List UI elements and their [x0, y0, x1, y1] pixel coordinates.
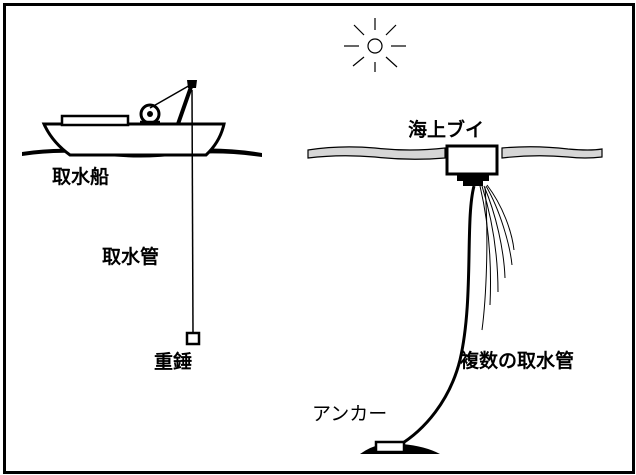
buoy-label: 海上ブイ	[408, 119, 485, 141]
ship-label: 取水船	[52, 166, 110, 188]
weight-icon	[185, 331, 201, 346]
buoy-icon	[445, 144, 499, 186]
main-hose	[397, 185, 476, 448]
intake-pipe-label: 取水管	[102, 246, 160, 268]
ship-icon	[41, 80, 226, 157]
sun-icon	[344, 18, 406, 72]
diagram-frame	[3, 3, 635, 474]
intake-pipe-line	[191, 89, 194, 335]
anchor-icon	[360, 440, 440, 454]
multiple-pipes-label: 複数の取水管	[460, 350, 575, 372]
multiple-pipes-fan	[479, 184, 515, 331]
weight-label: 重錘	[154, 351, 193, 373]
anchor-label: アンカー	[312, 403, 388, 425]
sea-surface-right	[307, 146, 603, 160]
